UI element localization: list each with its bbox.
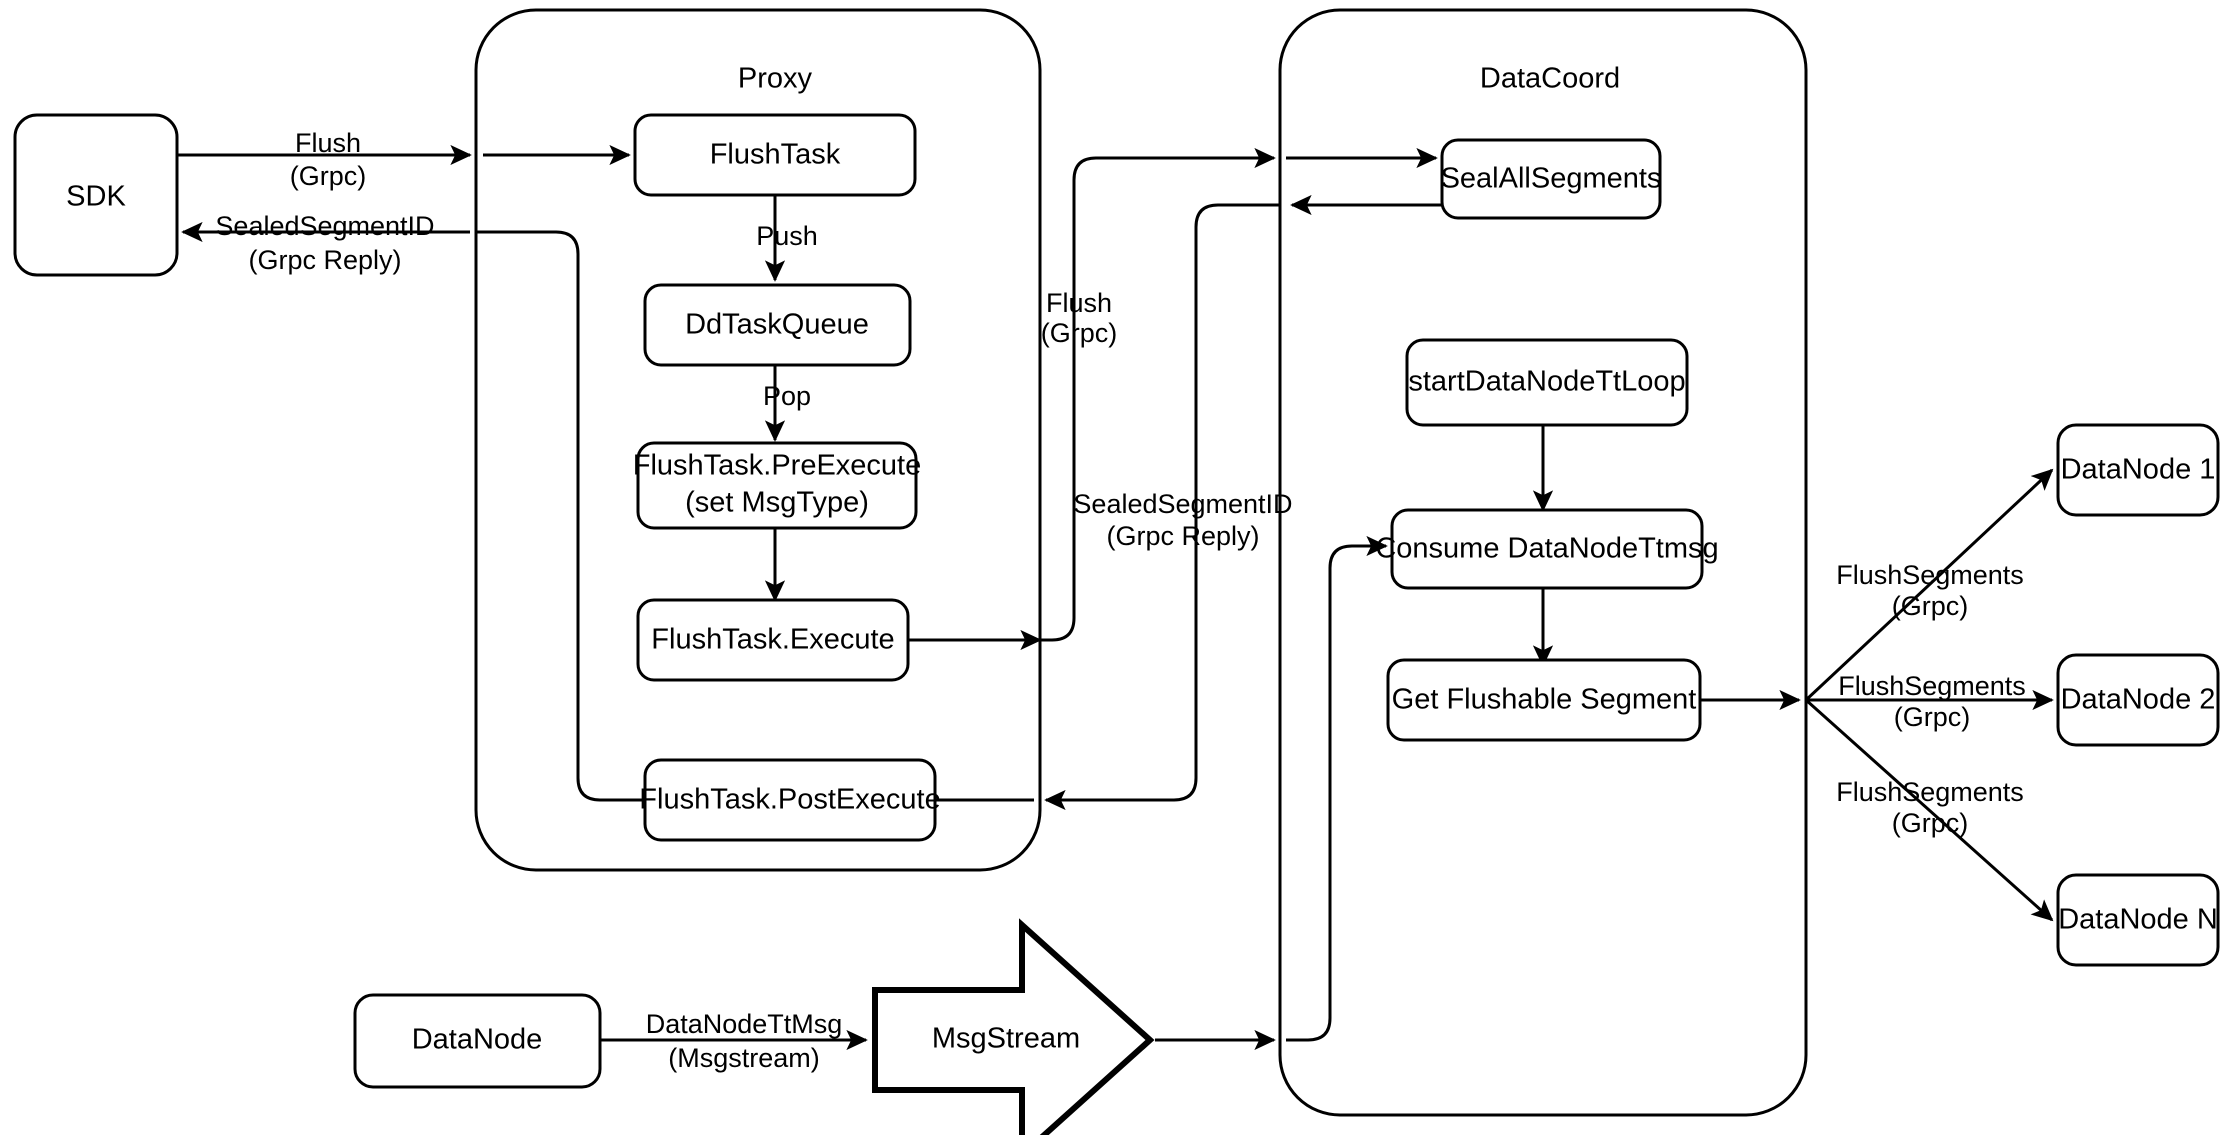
label-flushsegments-1-line1: FlushSegments <box>1836 560 2024 590</box>
start-datanode-tt-loop-box[interactable] <box>1405 338 1689 427</box>
datanode-1-label: DataNode 1 <box>2061 454 2216 486</box>
label-flushsegments-2-line2: (Grpc) <box>1894 702 1971 732</box>
edge-proxy-to-datacoord-flush <box>1040 147 1276 642</box>
consume-datanode-ttmsg-label: Consume DataNodeTtmsg <box>1375 533 1718 565</box>
node-start-datanode-tt-loop[interactable]: startDataNodeTtLoop <box>1405 338 1689 427</box>
node-seal-all-segments[interactable]: SealAllSegments <box>1440 138 1662 220</box>
edge-junction-to-datanode-1 <box>1804 468 2054 702</box>
node-flush-task[interactable]: FlushTask <box>633 113 917 197</box>
msgstream-label: MsgStream <box>932 1023 1080 1055</box>
datanode-1-box[interactable] <box>2056 423 2220 517</box>
node-dd-task-queue[interactable]: DdTaskQueue <box>643 283 912 367</box>
flush-task-label: FlushTask <box>710 139 841 171</box>
label-sdk-reply-line2: (Grpc Reply) <box>248 245 401 275</box>
label-flushsegments-2-line1: FlushSegments <box>1838 671 2026 701</box>
edge-datacoord-border-to-consume <box>1286 535 1388 1042</box>
datanode-bottom-label: DataNode <box>412 1024 543 1056</box>
node-msgstream[interactable]: MsgStream <box>872 918 1155 1135</box>
edge-label-flush-grpc-datacoord: Flush (Grpc) <box>1041 288 1118 348</box>
datanode-n-box[interactable] <box>2056 873 2220 967</box>
consume-datanode-ttmsg-box[interactable] <box>1390 508 1704 590</box>
edge-label-flushsegments-1: FlushSegments (Grpc) <box>1836 560 2024 621</box>
label-sdk-flush-line2: (Grpc) <box>290 161 367 191</box>
node-datanode-2[interactable]: DataNode 2 <box>2056 653 2220 747</box>
datanode-2-box[interactable] <box>2056 653 2220 747</box>
sdk-box[interactable] <box>13 113 179 277</box>
node-flush-task-preexecute[interactable]: FlushTask.PreExecute (set MsgType) <box>633 441 922 530</box>
datanode-2-label: DataNode 2 <box>2061 684 2216 716</box>
seal-all-segments-label: SealAllSegments <box>1441 163 1662 195</box>
node-flush-task-postexecute[interactable]: FlushTask.PostExecute <box>639 758 941 842</box>
label-push: Push <box>756 221 818 251</box>
label-datacoord-proxy-reply-line1: SealedSegmentID <box>1073 489 1292 519</box>
node-flush-task-execute[interactable]: FlushTask.Execute <box>636 598 910 682</box>
dd-task-queue-box[interactable] <box>643 283 912 367</box>
label-proxy-datacoord-flush-line1: Flush <box>1046 288 1112 318</box>
get-flushable-segment-label: Get Flushable Segment <box>1392 684 1697 716</box>
label-datacoord-proxy-reply-line2: (Grpc Reply) <box>1106 521 1259 551</box>
start-datanode-tt-loop-label: startDataNodeTtLoop <box>1408 366 1685 398</box>
edge-label-sealedsegmentid-sdk: SealedSegmentID (Grpc Reply) <box>215 211 434 275</box>
flush-task-postexecute-box[interactable] <box>643 758 937 842</box>
node-datanode-1[interactable]: DataNode 1 <box>2056 423 2220 517</box>
container-datacoord: DataCoord <box>1278 8 1808 1117</box>
edge-junction-to-datanode-n <box>1805 698 2054 922</box>
container-proxy: Proxy <box>474 8 1042 872</box>
node-datanode-n[interactable]: DataNode N <box>2056 873 2220 967</box>
edge-label-sealedsegmentid-datacoord: SealedSegmentID (Grpc Reply) <box>1073 489 1292 551</box>
edge-label-datanodettmsg: DataNodeTtMsg (Msgstream) <box>646 1009 843 1073</box>
flush-task-execute-box[interactable] <box>636 598 910 682</box>
proxy-container-label: Proxy <box>738 63 813 95</box>
edge-label-flushsegments-2: FlushSegments (Grpc) <box>1838 671 2026 732</box>
label-flushsegments-n-line2: (Grpc) <box>1892 808 1969 838</box>
edge-datacoord-to-proxy-reply <box>1044 203 1280 811</box>
msgstream-arrow-shape[interactable] <box>872 918 1155 1135</box>
dd-task-queue-label: DdTaskQueue <box>685 309 869 341</box>
label-sdk-reply-line1: SealedSegmentID <box>215 211 434 241</box>
label-sdk-flush-line1: Flush <box>295 128 361 158</box>
label-datanodettmsg-line2: (Msgstream) <box>668 1043 820 1073</box>
edge-postexecute-to-sdk-reply <box>476 230 645 802</box>
proxy-container-rect <box>474 8 1042 872</box>
datanode-bottom-box[interactable] <box>353 993 602 1089</box>
flush-task-preexecute-box[interactable] <box>636 441 918 530</box>
label-flushsegments-n-line1: FlushSegments <box>1836 777 2024 807</box>
node-get-flushable-segment[interactable]: Get Flushable Segment <box>1386 658 1702 742</box>
node-consume-datanode-ttmsg[interactable]: Consume DataNodeTtmsg <box>1375 508 1719 590</box>
label-datanodettmsg-line1: DataNodeTtMsg <box>646 1009 843 1039</box>
sdk-label: SDK <box>66 181 126 213</box>
flush-task-execute-label: FlushTask.Execute <box>651 624 894 656</box>
node-datanode-bottom[interactable]: DataNode <box>353 993 602 1089</box>
label-proxy-datacoord-flush-line2: (Grpc) <box>1041 318 1118 348</box>
label-pop: Pop <box>763 381 811 411</box>
node-sdk[interactable]: SDK <box>13 113 179 277</box>
datacoord-container-rect <box>1278 8 1808 1117</box>
datacoord-container-label: DataCoord <box>1480 63 1620 95</box>
flush-task-postexecute-label: FlushTask.PostExecute <box>639 784 940 816</box>
edge-label-flushsegments-n: FlushSegments (Grpc) <box>1836 777 2024 838</box>
label-flushsegments-1-line2: (Grpc) <box>1892 591 1969 621</box>
flush-task-preexecute-label-line1: FlushTask.PreExecute <box>633 450 922 482</box>
edge-label-flush-grpc-sdk: Flush (Grpc) <box>290 128 367 191</box>
flush-task-preexecute-label-line2: (set MsgType) <box>685 487 869 519</box>
flush-task-box[interactable] <box>633 113 917 197</box>
seal-all-segments-box[interactable] <box>1440 138 1662 220</box>
get-flushable-segment-box[interactable] <box>1386 658 1702 742</box>
datanode-n-label: DataNode N <box>2058 904 2218 936</box>
